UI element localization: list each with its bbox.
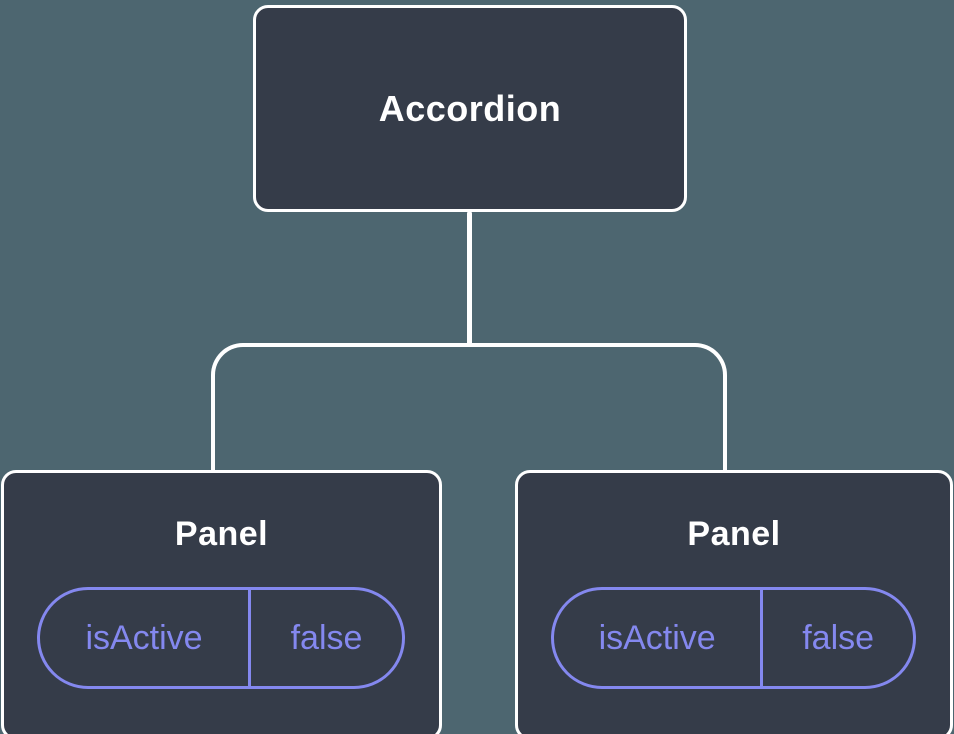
accordion-node-label: Accordion xyxy=(378,87,562,129)
accordion-node: Accordion xyxy=(253,5,687,212)
panel-title: Panel xyxy=(687,515,781,553)
connector-bracket xyxy=(211,343,727,470)
panel-node-right: Panel isActive false xyxy=(515,470,953,734)
state-pill: isActive false xyxy=(551,587,916,689)
prop-name: isActive xyxy=(40,590,252,686)
panel-title: Panel xyxy=(174,515,269,553)
panel-node-left: Panel isActive false xyxy=(1,470,442,734)
prop-value: false xyxy=(802,618,875,657)
connector-stem xyxy=(467,211,472,347)
prop-name: isActive xyxy=(554,590,764,686)
prop-value: false xyxy=(290,618,363,657)
state-pill: isActive false xyxy=(37,587,405,689)
